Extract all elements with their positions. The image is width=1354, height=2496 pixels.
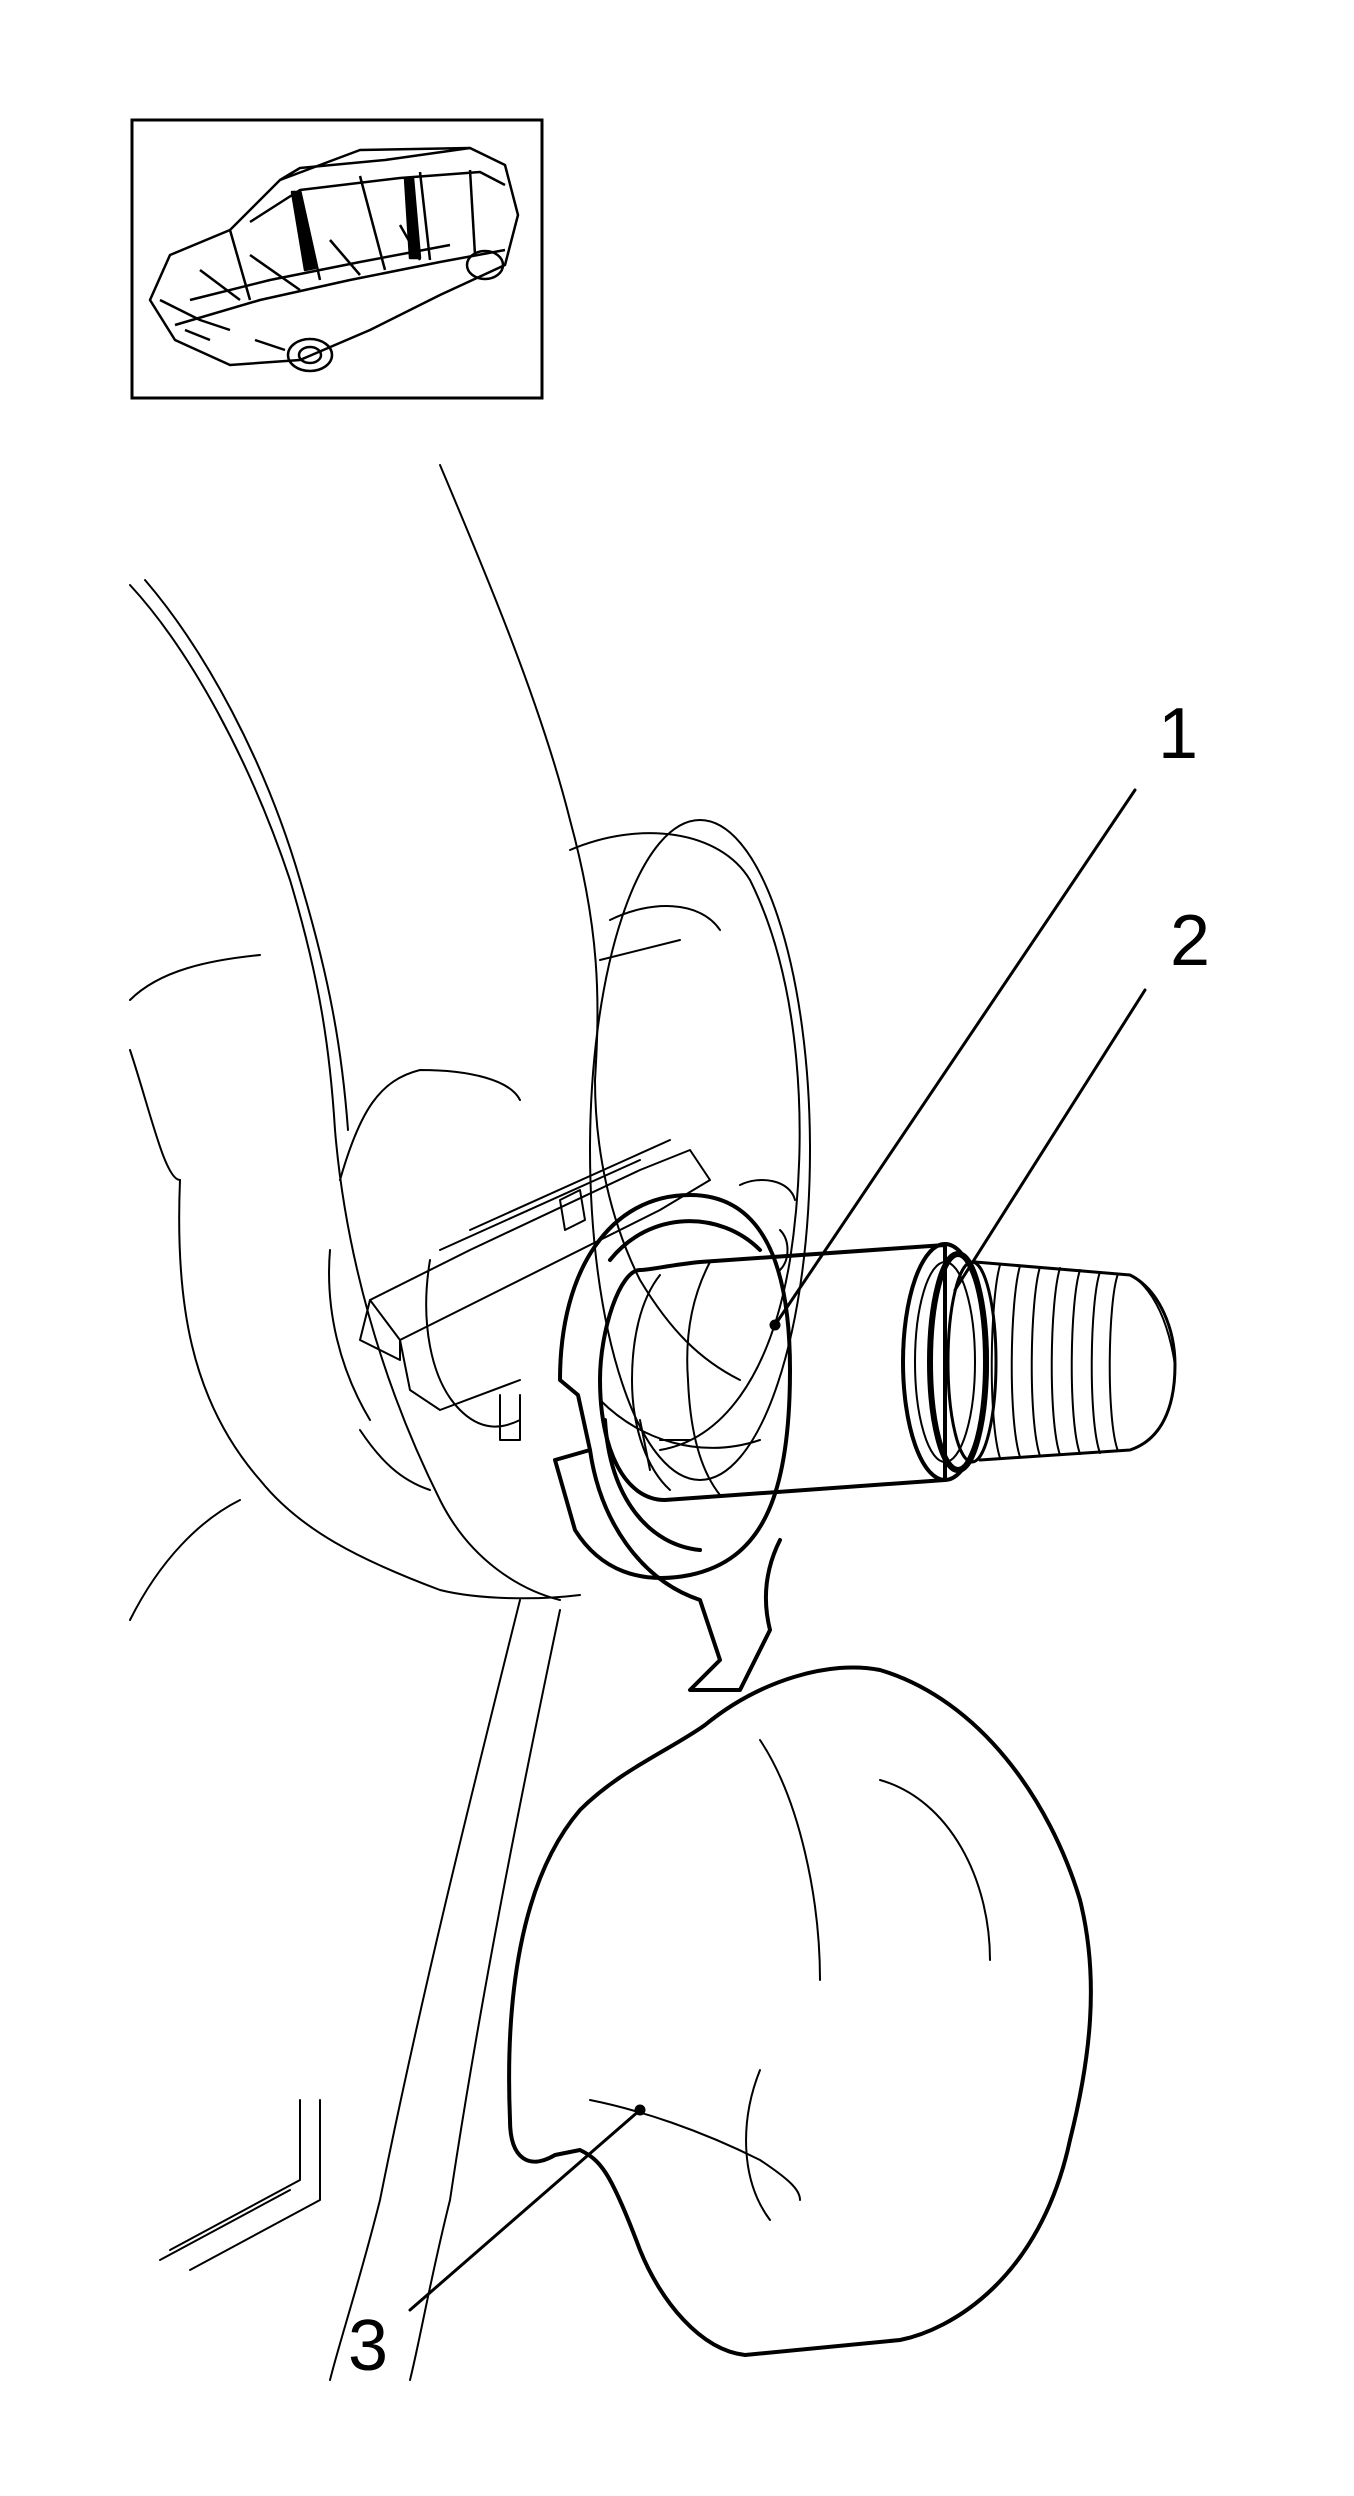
- callout-label-2: 2: [1170, 901, 1210, 981]
- inset-frame: [130, 118, 544, 400]
- leader-dot-3: [634, 2104, 646, 2116]
- leader-line-2: [953, 988, 1147, 1292]
- leader-dot-1: [769, 1319, 781, 1331]
- threaded-end: [973, 1260, 1177, 1462]
- locator-inset: [130, 118, 544, 400]
- suspension-strut: [129, 464, 741, 2381]
- car-body-locator-icon: [148, 146, 520, 373]
- main-drawing: [129, 464, 1177, 2381]
- callout-label-3: 3: [348, 2306, 388, 2386]
- hub-housing: [328, 819, 811, 1491]
- retaining-ring: [927, 1251, 998, 1473]
- callout-label-1: 1: [1158, 694, 1198, 774]
- leader-line-3: [408, 2108, 642, 2312]
- slide-rail: [359, 1139, 711, 1441]
- callout-labels: 1 2 3: [348, 694, 1210, 2386]
- boot-cover: [507, 1665, 1093, 2357]
- leader-lines: [408, 788, 1147, 2312]
- leader-line-1: [773, 788, 1137, 1327]
